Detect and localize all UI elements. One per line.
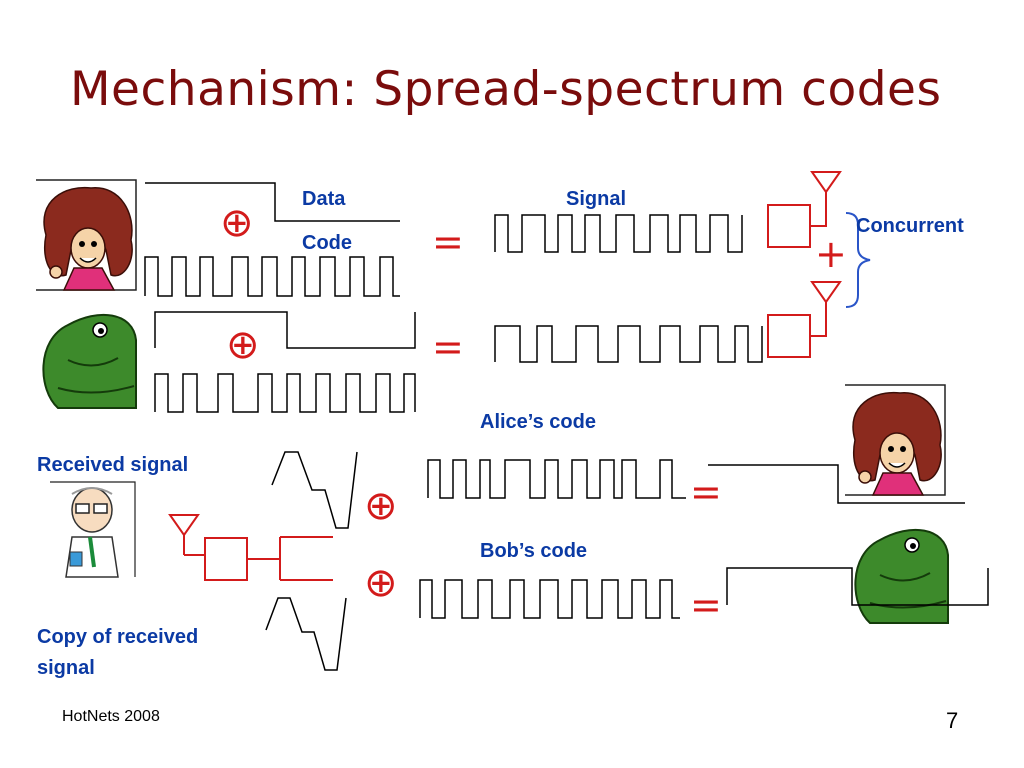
alice-data-waveform: [145, 182, 400, 222]
bob-avatar-icon-right: [854, 528, 949, 624]
label-data: Data: [302, 188, 346, 210]
receiver-box: [204, 537, 248, 581]
alice-avatar-icon-right: [844, 384, 946, 496]
antenna-icon: [811, 171, 841, 213]
bobs-code-waveform: [419, 579, 680, 619]
alices-code-waveform: [427, 459, 686, 499]
received-signal-waveform: [271, 451, 358, 529]
receiver-antenna-icon: [169, 514, 199, 556]
label-received-signal: Received signal: [37, 454, 189, 476]
alice-transmitter-box: [767, 204, 811, 248]
xor-operator-3: ⊕: [364, 483, 398, 529]
antenna-icon: [811, 281, 841, 323]
label-copy-received-line1: Copy of received: [37, 626, 199, 648]
footer-text: HotNets 2008: [62, 708, 160, 725]
alice-code-waveform: [144, 256, 400, 297]
page-number: 7: [946, 708, 959, 733]
bob-code-waveform: [154, 373, 416, 413]
receiver-person-icon: [48, 480, 137, 579]
decoded-bob-data: [726, 567, 989, 606]
slide-title: Mechanism: Spread-spectrum codes: [70, 62, 942, 117]
alice-avatar-icon: [35, 179, 137, 291]
concurrent-brace-icon: [845, 212, 871, 308]
equals-operator-2: =: [432, 325, 464, 369]
label-code: Code: [302, 232, 352, 254]
equals-operator-3: =: [690, 470, 722, 514]
label-copy-received-line2: signal: [37, 657, 95, 679]
equals-operator-1: =: [432, 220, 464, 264]
equals-operator-4: =: [690, 583, 722, 627]
label-signal: Signal: [566, 188, 627, 210]
label-bobs-code: Bob’s code: [480, 540, 588, 562]
bob-data-waveform: [154, 311, 416, 349]
bob-transmitter-box: [767, 314, 811, 358]
copy-received-signal-waveform: [265, 597, 347, 671]
xor-operator-2: ⊕: [226, 322, 260, 368]
label-alices-code: Alice’s code: [480, 411, 596, 433]
decoded-alice-data: [708, 464, 965, 504]
alice-signal-waveform: [494, 214, 743, 253]
bob-signal-waveform: [494, 325, 763, 363]
bob-avatar-icon: [42, 313, 137, 409]
xor-operator-1: ⊕: [220, 200, 254, 246]
plus-operator: +: [815, 232, 847, 276]
label-concurrent: Concurrent: [856, 215, 964, 237]
xor-operator-4: ⊕: [364, 560, 398, 606]
